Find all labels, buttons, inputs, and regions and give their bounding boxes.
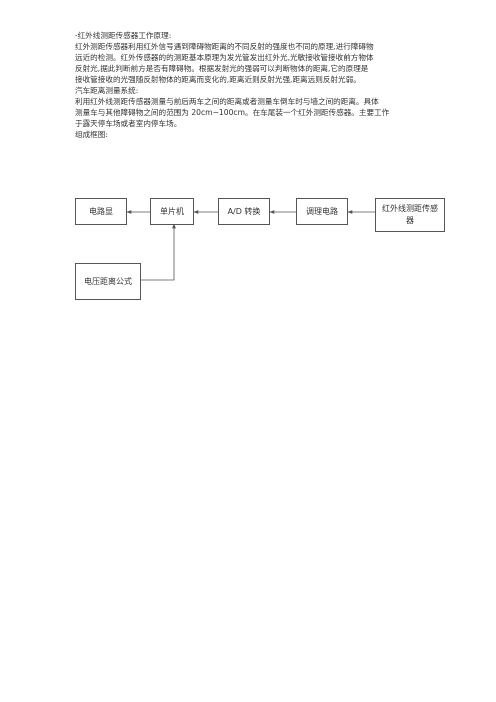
principle-line-4: 接收管接收的光强随反射物体的距离而变化的,距离近则反射光强,距离远则反射光弱。 xyxy=(75,75,361,84)
block-ad-converter: A/D 转换 xyxy=(218,198,270,225)
principle-heading: -红外线测距传感器工作原理: xyxy=(75,31,172,40)
block-voltage-distance-formula-label: 电压距离公式 xyxy=(84,276,132,286)
arrow-formula-to-mcu xyxy=(141,223,176,281)
principle-line-1: 红外测距传感器利用红外信号遇到障碍物距离的不同反射的强度也不同的原理,进行障碍物 xyxy=(75,42,374,51)
block-ad-converter-label: A/D 转换 xyxy=(227,207,261,216)
measurement-range: 20cm~100cm xyxy=(191,108,245,117)
block-display-circuit-label: 电路显 xyxy=(89,207,113,216)
system-line-3: 于露天停车场或者室内停车场。 xyxy=(75,119,182,128)
block-voltage-distance-formula: 电压距离公式 xyxy=(75,263,141,300)
block-display-circuit: 电路显 xyxy=(75,198,127,225)
block-conditioning-circuit: 调理电路 xyxy=(296,198,348,225)
diagram-heading: 组成框图: xyxy=(75,130,108,139)
block-ir-sensor: 红外线测距传感器 xyxy=(375,198,445,232)
principle-line-2: 远近的检测。红外传感器的的测距基本原理为发光管发出红外光,光敏接收管接收前方物体 xyxy=(75,53,374,62)
principle-line-3: 反射光,据此判断前方是否有障碍物。根据发射光的强弱可以判断物体的距离,它的原理是 xyxy=(75,64,369,73)
block-microcontroller: 单片机 xyxy=(150,198,194,225)
system-line-2: 测量车与其他障碍物之间的范围为 20cm~100cm。在车尾装一个红外测距传感器… xyxy=(75,107,427,118)
block-microcontroller-label: 单片机 xyxy=(160,207,184,216)
document-body: -红外线测距传感器工作原理: 红外测距传感器利用红外信号遇到障碍物距离的不同反射… xyxy=(75,30,427,140)
block-ir-sensor-label: 红外线测距传感器 xyxy=(382,204,438,225)
system-line-2-after: 。在车尾装一个红外测距传感器。主要工作 xyxy=(245,108,390,117)
system-line-2-before: 测量车与其他障碍物之间的范围为 xyxy=(75,108,192,117)
system-line-1: 利用红外线测距传感器测量与前后两车之间的距离或者测量车倒车时与墙之间的距离。具体 xyxy=(75,97,379,106)
block-conditioning-circuit-label: 调理电路 xyxy=(306,207,338,216)
system-heading: 汽车距离测量系统: xyxy=(75,86,139,95)
